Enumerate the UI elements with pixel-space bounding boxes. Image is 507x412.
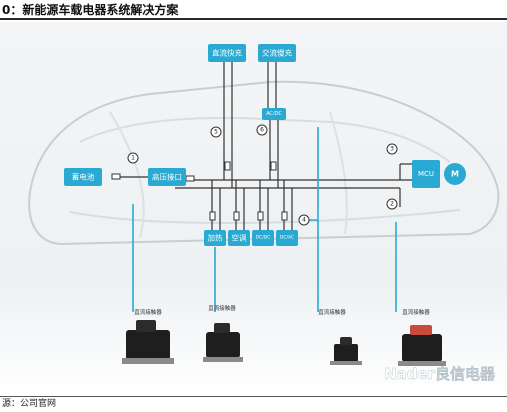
component-boxes xyxy=(64,44,466,246)
contactor-devices xyxy=(122,320,446,366)
contactor-label-2: 直流接触器 xyxy=(208,304,236,312)
ac-slow-charge-label: 交流慢充 xyxy=(262,48,292,58)
marker-2: 2 xyxy=(390,201,394,208)
aircon-label: 空调 xyxy=(232,233,247,243)
motor-circle xyxy=(444,163,466,185)
contactor-label-3: 直流接触器 xyxy=(318,308,346,316)
hv-port-box xyxy=(148,168,186,186)
battery-label: 蓄电池 xyxy=(72,172,95,182)
acdc-label: AC/DC xyxy=(266,111,282,117)
mcu-box xyxy=(412,160,440,188)
contactor-device-4 xyxy=(398,325,446,366)
battery-box xyxy=(64,168,102,186)
figure-title: 0：新能源车载电器系统解决方案 xyxy=(0,0,507,20)
dcdc-box xyxy=(252,230,274,246)
aircon-box xyxy=(228,230,250,246)
heating-box xyxy=(204,230,226,246)
diagram-panel: 直流快充 交流慢充 AC/DC 蓄电池 高压接口 MCU M 加热 空调 DC/… xyxy=(0,22,507,396)
contactor-label-1: 直流接触器 xyxy=(134,308,162,316)
acdc-box xyxy=(262,108,286,120)
contactor-device-3 xyxy=(330,337,362,365)
contactor-label-4: 直流接触器 xyxy=(402,308,430,316)
motor-label: M xyxy=(451,170,459,179)
dcac-label: DC/AC xyxy=(280,235,294,241)
circuit-wiring xyxy=(120,62,420,230)
brand-logo: Nader良信电器 xyxy=(384,365,496,383)
contactor-pointers xyxy=(132,127,397,312)
marker-5: 5 xyxy=(214,129,218,136)
ac-slow-charge-box xyxy=(258,44,296,62)
dcdc-label: DC/DC xyxy=(256,235,271,241)
marker-1: 1 xyxy=(131,155,135,162)
dc-fast-charge-label: 直流快充 xyxy=(212,48,242,58)
contactor-device-1 xyxy=(122,320,174,364)
marker-4: 4 xyxy=(302,217,306,224)
vehicle-electrical-diagram: 直流快充 交流慢充 AC/DC 蓄电池 高压接口 MCU M 加热 空调 DC/… xyxy=(28,44,500,383)
dc-fast-charge-box xyxy=(208,44,246,62)
fuses xyxy=(111,161,288,221)
marker-3: 3 xyxy=(390,146,394,153)
hv-port-label: 高压接口 xyxy=(152,172,182,182)
source-note: 源：公司官网 xyxy=(0,396,507,411)
dcac-box xyxy=(276,230,298,246)
numbered-markers: 1 2 3 4 5 6 xyxy=(127,124,398,226)
contactor-device-2 xyxy=(203,323,243,362)
marker-6: 6 xyxy=(260,127,264,134)
heating-label: 加热 xyxy=(208,233,223,243)
mcu-label: MCU xyxy=(418,170,434,178)
